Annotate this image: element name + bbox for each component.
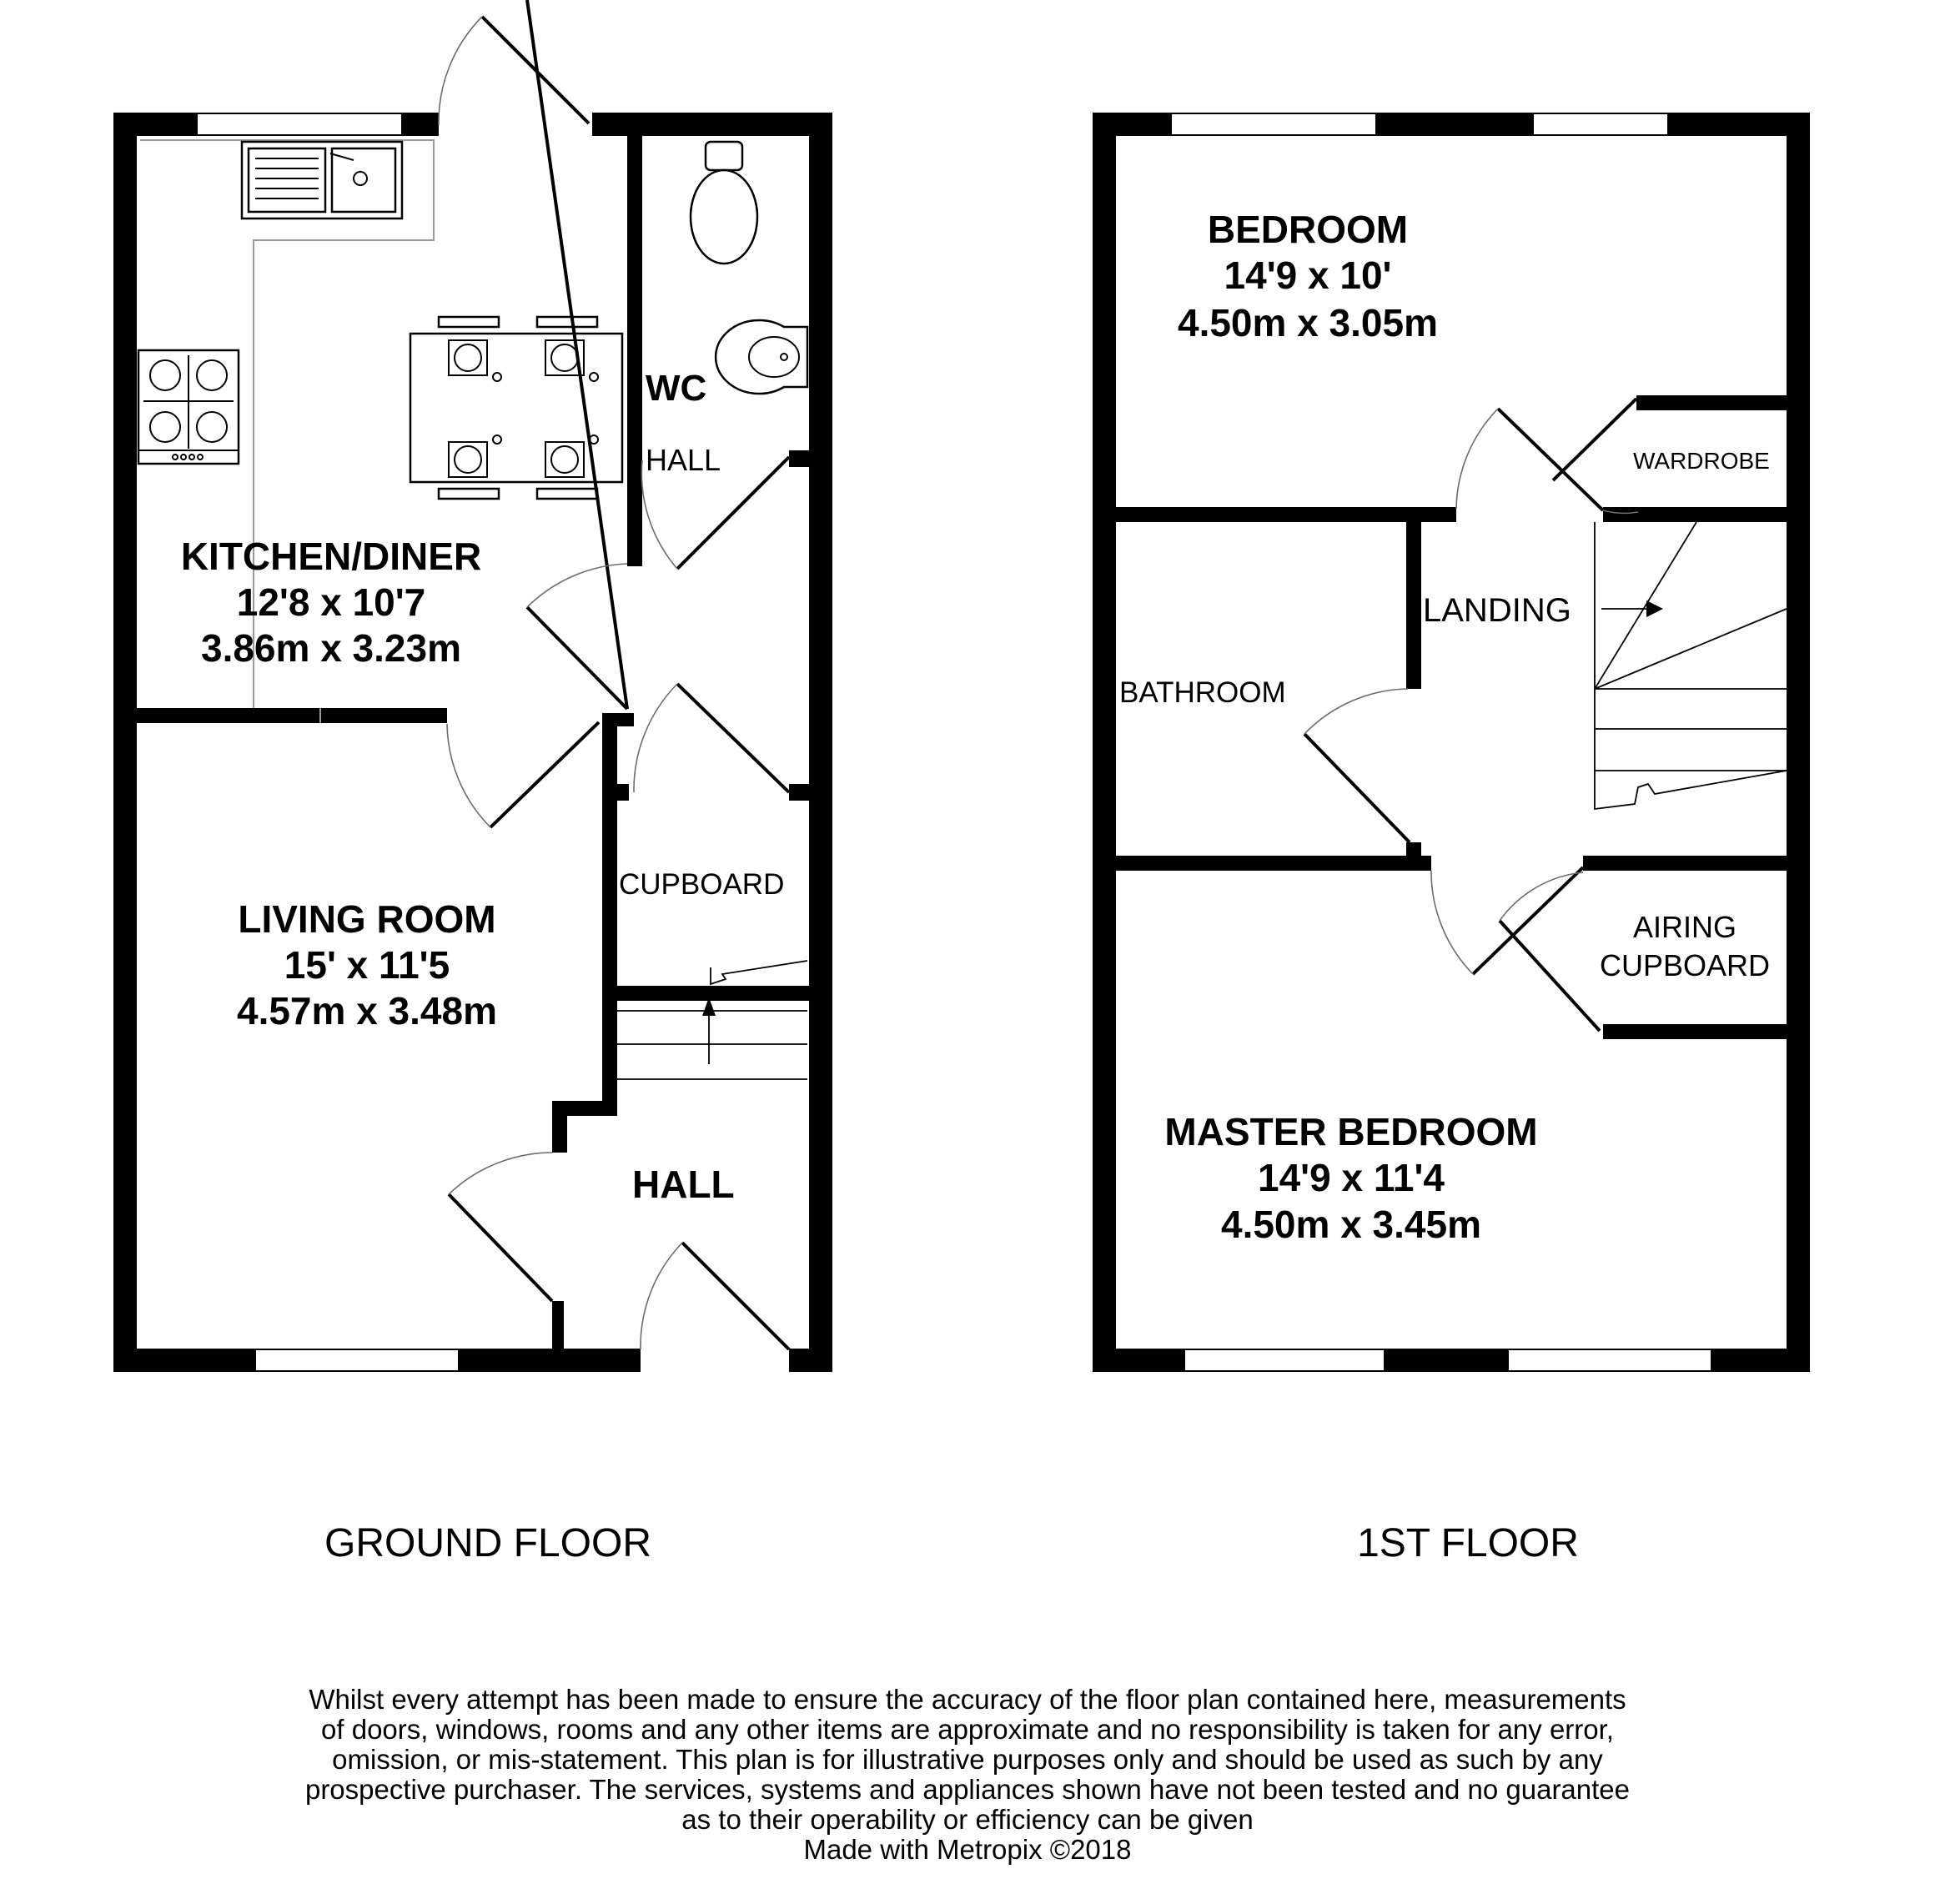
airing-cupboard-label-2: CUPBOARD (1600, 948, 1770, 982)
disclaimer: Whilst every attempt has been made to en… (300, 1685, 1635, 1865)
living-room-hall-door (447, 1152, 554, 1303)
wardrobe-north-wall (1636, 395, 1787, 410)
master-bedroom-metric: 4.50m x 3.45m (1221, 1203, 1481, 1246)
bedroom-window-1 (1170, 113, 1377, 136)
ground-north-wall-right (592, 113, 832, 136)
first-floor-plan (1093, 113, 1810, 1372)
hall-stub-1 (789, 450, 809, 467)
disclaimer-line: omission, or mis-statement. This plan is… (332, 1744, 1603, 1775)
airing-cupboard-door (1498, 872, 1601, 1032)
bathroom-door (1303, 688, 1411, 844)
bedroom-door (1455, 407, 1605, 512)
kitchen-diner-name: KITCHEN/DINER (181, 535, 481, 578)
cupboard-west-wall (602, 713, 617, 1113)
cupboard-label: CUPBOARD (619, 868, 784, 901)
wardrobe-south-wall (1603, 507, 1787, 522)
wc-hall-label: HALL (646, 443, 721, 477)
bedroom-south-wall (1116, 507, 1456, 522)
hall-label: HALL (632, 1163, 735, 1206)
bedroom-name: BEDROOM (1208, 208, 1408, 251)
kitchen-diner-metric: 3.86m x 3.23m (201, 626, 461, 670)
ground-floor-plan (113, 0, 832, 1372)
ground-front-entrance-door (438, 15, 591, 126)
front-door-jamb (552, 1301, 564, 1349)
master-bedroom-window-1 (1184, 1349, 1385, 1372)
cupboard-south-wall (617, 986, 809, 1001)
living-room-name: LIVING ROOM (238, 897, 495, 941)
first-east-wall (1787, 113, 1810, 1372)
bathroom-label: BATHROOM (1119, 676, 1286, 709)
master-bedroom-window-2 (1507, 1349, 1712, 1372)
cupboard-door (633, 682, 791, 794)
bathroom-south-wall (1116, 856, 1431, 871)
wc-toilet (689, 140, 759, 265)
master-bedroom-name: MASTER BEDROOM (1164, 1110, 1537, 1153)
dining-table (409, 315, 624, 500)
bedroom-metric: 4.50m x 3.05m (1178, 301, 1438, 344)
kitchen-hob (137, 349, 240, 465)
living-room-imperial: 15' x 11'5 (284, 943, 450, 987)
airing-cupboard-north-wall (1583, 856, 1787, 871)
ground-floor-title: GROUND FLOOR (324, 1521, 651, 1565)
credit-line: Made with Metropix ©2018 (803, 1834, 1132, 1865)
wardrobe-label: WARDROBE (1633, 448, 1770, 474)
kitchen-worktop (140, 139, 435, 708)
hall-step-wall-vertical (552, 1101, 567, 1153)
living-room-metric: 4.57m x 3.48m (237, 989, 497, 1032)
wc-door (641, 455, 791, 570)
first-west-wall (1093, 113, 1116, 1372)
master-bedroom-imperial: 14'9 x 11'4 (1258, 1156, 1445, 1199)
airing-cupboard-label-1: AIRING (1633, 910, 1736, 944)
bedroom-window-2 (1532, 113, 1669, 136)
ground-east-wall (809, 113, 832, 1372)
wardrobe-door (1551, 397, 1639, 515)
hall-stub-2 (789, 784, 809, 801)
first-floor-title: 1ST FLOOR (1357, 1521, 1579, 1565)
cupboard-wall-stub (602, 713, 634, 726)
wc-label: WC (646, 368, 706, 409)
living-room-door (446, 721, 601, 829)
disclaimer-line: as to their operability or efficiency ca… (681, 1804, 1254, 1835)
disclaimer-line: prospective purchaser. The services, sys… (304, 1774, 1631, 1805)
ground-south-wall-right (789, 1349, 832, 1372)
bathroom-east-wall-upper (1406, 522, 1421, 689)
ground-west-wall (113, 113, 137, 1372)
kitchen-living-wall (137, 708, 447, 723)
kitchen-sink (240, 140, 404, 220)
wc-basin (714, 319, 809, 395)
kitchen-hall-door (525, 0, 629, 711)
front-door (640, 1241, 791, 1351)
first-floor-stairs (1594, 521, 1787, 811)
airing-cupboard-south-wall (1603, 1024, 1787, 1039)
landing-label: LANDING (1423, 592, 1571, 629)
kitchen-window (196, 113, 403, 136)
master-bedroom-door (1430, 866, 1585, 976)
bedroom-imperial: 14'9 x 10' (1224, 254, 1392, 297)
hall-step-wall (552, 1101, 617, 1116)
hall-stub-3 (617, 784, 629, 801)
bathroom-door-jamb (1406, 842, 1421, 871)
disclaimer-line: of doors, windows, rooms and any other i… (321, 1714, 1614, 1745)
ground-floor-stairs (617, 960, 808, 1080)
disclaimer-line: Whilst every attempt has been made to en… (309, 1684, 1626, 1715)
living-room-window (254, 1349, 460, 1372)
wc-west-wall (627, 135, 642, 566)
kitchen-diner-imperial: 12'8 x 10'7 (237, 580, 426, 624)
